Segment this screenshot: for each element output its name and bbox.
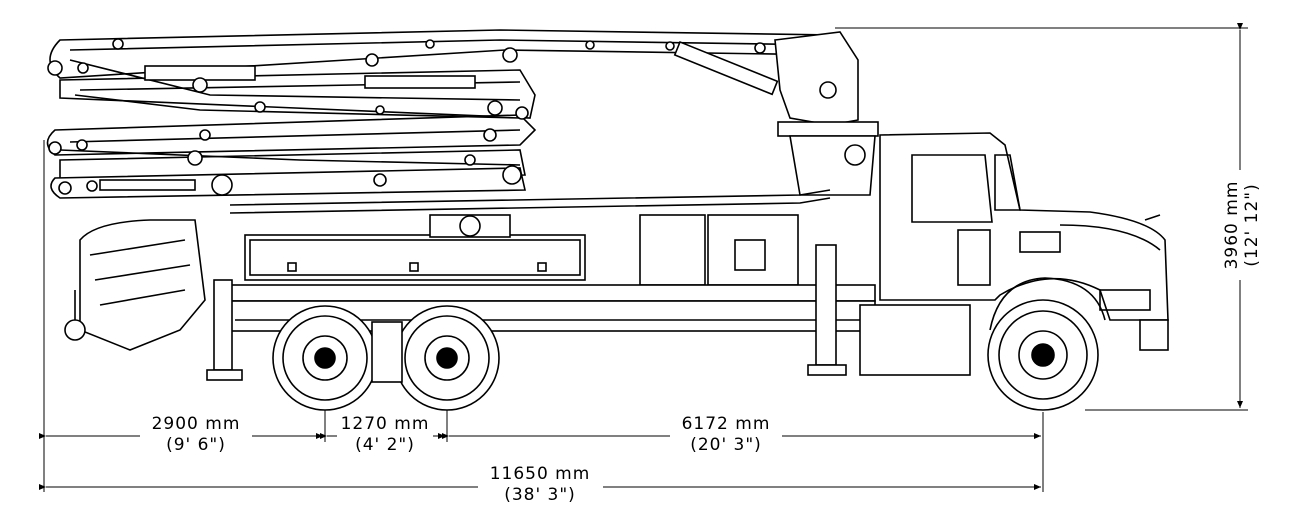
rear-axle-wheel-2 xyxy=(394,305,500,411)
axle-spread-metric: 1270 mm xyxy=(341,414,430,434)
axle-spread-imperial: (4' 2") xyxy=(355,435,415,455)
rear-axle-wheel-1 xyxy=(272,305,378,411)
boom-assembly xyxy=(46,29,879,214)
overall-height-metric: 3960 mm xyxy=(1222,181,1242,270)
truck-body xyxy=(64,132,1169,381)
front-wheel xyxy=(987,299,1099,411)
overall-length-metric: 11650 mm xyxy=(490,464,591,484)
wheelbase-imperial: (20' 3") xyxy=(690,435,762,455)
overall-height-imperial: (12' 12") xyxy=(1242,183,1262,266)
wheelbase-metric: 6172 mm xyxy=(682,414,771,434)
overhang-imperial: (9' 6") xyxy=(166,435,226,455)
overall-length-imperial: (38' 3") xyxy=(504,485,576,505)
overhang-metric: 2900 mm xyxy=(152,414,241,434)
